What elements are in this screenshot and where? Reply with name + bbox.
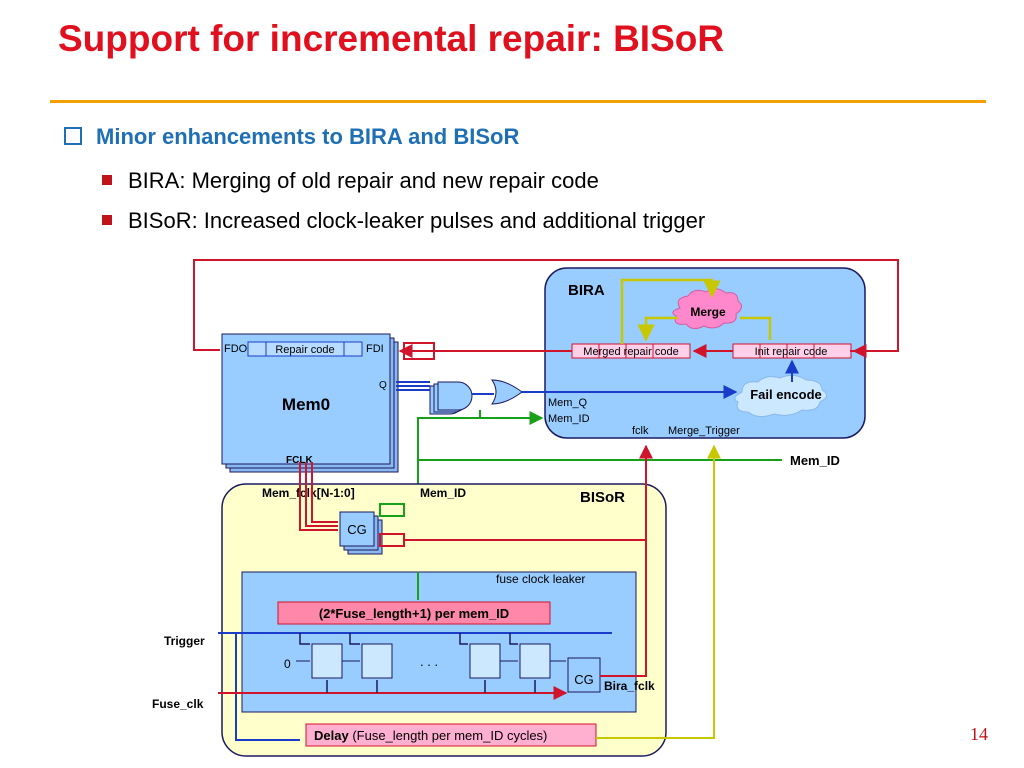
fail-encode-cloud — [734, 374, 827, 418]
fdo-label: FDO — [224, 343, 248, 355]
slide-title: Support for incremental repair: BISoR — [58, 18, 725, 59]
delay-box — [305, 723, 597, 747]
init-repair-code-label: Init repair code — [755, 346, 828, 358]
cg2-label: CG — [574, 672, 594, 687]
main-bullet-text: Minor enhancements to BIRA and BISoR — [96, 124, 520, 149]
bira-fclk-label: Bira_fclk — [604, 679, 655, 693]
or-gate-icon — [491, 379, 523, 405]
delay-label: Delay (Fuse_length per mem_ID cycles) — [314, 728, 547, 743]
merge-label: Merge — [690, 305, 726, 319]
mem-q-label: Mem_Q — [548, 397, 588, 409]
fclk-mem-label: FCLK — [286, 455, 313, 466]
title-divider — [50, 100, 986, 103]
repair-code-label: Repair code — [275, 344, 334, 356]
counter-box — [277, 601, 551, 625]
mem0-label: Mem0 — [282, 395, 330, 414]
merge-cloud — [672, 288, 742, 330]
zero-input-label: 0 — [284, 657, 291, 671]
q-label: Q — [379, 380, 387, 391]
mem-id-bisor-label: Mem_ID — [420, 486, 466, 500]
merge-trigger-label: Merge_Trigger — [668, 425, 740, 437]
flip-flop-chain — [311, 643, 551, 679]
counter-label: (2*Fuse_length+1) per mem_ID — [319, 606, 509, 621]
mem-fclk-label: Mem_fclk[N-1:0] — [262, 486, 355, 500]
sub-bullet-bira: BIRA: Merging of old repair and new repa… — [102, 168, 599, 194]
main-bullet: Minor enhancements to BIRA and BISoR — [64, 124, 519, 150]
ellipsis-label: . . . — [420, 654, 438, 669]
fdi-label: FDI — [366, 343, 384, 355]
page-number: 14 — [970, 724, 988, 744]
merged-repair-code-label: Merged repair code — [583, 346, 678, 358]
fuse-clk-label: Fuse_clk — [152, 697, 204, 711]
sub-bullet-text: BISoR: Increased clock-leaker pulses and… — [128, 208, 706, 233]
bira-title: BIRA — [568, 282, 605, 299]
square-bullet-icon — [102, 215, 112, 225]
repair-code-register — [247, 341, 363, 357]
fuse-clock-leaker-label: fuse clock leaker — [496, 572, 585, 586]
cg-label: CG — [347, 522, 367, 537]
cg-block — [339, 511, 375, 547]
bisor-title: BISoR — [580, 489, 625, 506]
sub-bullet-text: BIRA: Merging of old repair and new repa… — [128, 168, 599, 193]
fail-encode-label: Fail encode — [750, 387, 822, 402]
sub-bullet-bisor: BISoR: Increased clock-leaker pulses and… — [102, 208, 705, 234]
and-gate-icon — [437, 381, 473, 411]
square-bullet-icon — [102, 175, 112, 185]
trigger-label: Trigger — [164, 634, 205, 648]
checkbox-bullet-icon — [64, 127, 82, 145]
mem-id-output-label: Mem_ID — [790, 453, 840, 468]
mem-id-bira-label: Mem_ID — [548, 413, 590, 425]
fclk-bira-label: fclk — [632, 425, 649, 437]
cg2-block — [567, 657, 601, 693]
